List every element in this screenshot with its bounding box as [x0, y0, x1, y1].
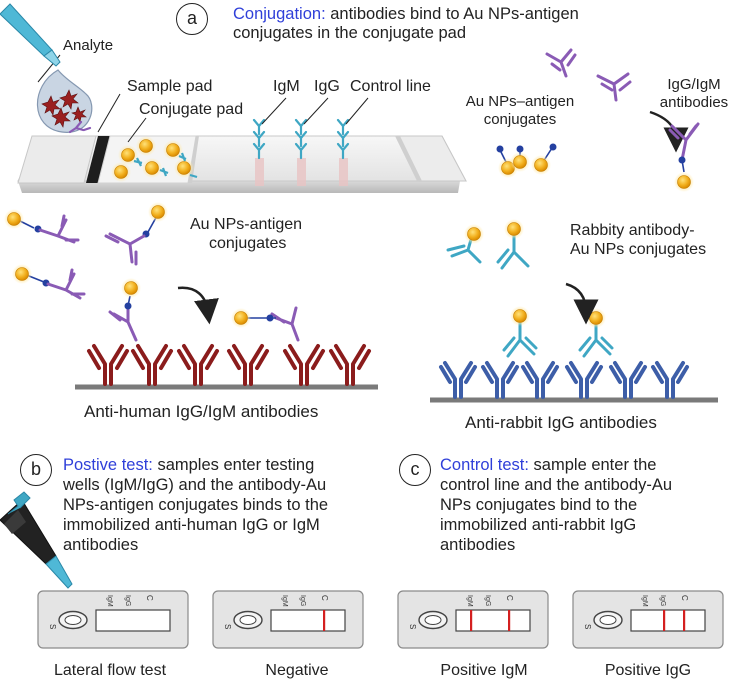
label-igg-igm-antibodies-2: antibodies	[659, 94, 729, 111]
cassette-s-label: S	[223, 624, 232, 629]
lateral-flow-strip	[17, 135, 467, 193]
conjugate-pad-nanoparticles	[110, 135, 198, 183]
section-b-line5: antibodies	[63, 536, 139, 554]
cassette-c-label: C	[505, 595, 514, 601]
label-rabbity-2: Au NPs conjugates	[570, 241, 707, 258]
cassette-caption-2: Negative	[265, 662, 329, 679]
label-au-nps-antigen-mid-2: conjugates	[209, 235, 287, 252]
anti-human-panel	[3, 201, 378, 390]
label-au-nps-antigen-top-1: Au NPs–antigen	[465, 93, 575, 110]
section-c-line2: control line and the antibody-Au	[440, 476, 673, 494]
label-analyte: Analyte	[63, 37, 114, 54]
section-a-text-line1: Conjugation: antibodies bind to Au NPs-a…	[233, 5, 579, 24]
section-c-line5: antibodies	[440, 536, 516, 554]
cassette-igm-label: IgM	[466, 595, 473, 607]
section-b-line1: Postive test: samples enter testing	[63, 456, 314, 475]
section-c-line3: NPs conjugates bind to the	[440, 496, 638, 514]
cassette-igg-label: IgG	[124, 595, 131, 606]
section-b-body1: samples enter testing	[152, 456, 315, 474]
section-b-line2: wells (IgM/IgG) and the antibody-Au	[63, 476, 327, 494]
cassette-s-label: S	[408, 624, 417, 629]
label-anti-rabbit: Anti-rabbit IgG antibodies	[465, 413, 657, 432]
cassette-c-label: C	[680, 595, 689, 601]
leader-lines	[37, 54, 369, 143]
cassette-igg-label: IgG	[659, 595, 666, 606]
label-au-nps-antigen-mid-1: Au NPs-antigen	[190, 216, 303, 233]
curved-arrow-left	[177, 286, 219, 325]
cassette-igm-label: IgM	[641, 595, 648, 607]
section-c-line4: immobilized anti-rabbit IgG	[440, 516, 637, 534]
cassette-c-label: C	[145, 595, 154, 601]
section-a-body1: antibodies bind to Au NPs-antigen	[325, 5, 579, 23]
section-c-body1: sample enter the	[528, 456, 657, 474]
section-c-heading: Control test:	[440, 456, 529, 474]
anti-rabbit-panel	[430, 218, 718, 403]
cassette-caption-3: Positive IgM	[440, 662, 528, 679]
cassette-control-line	[508, 610, 511, 631]
antibody-bound-conjugate-top	[668, 122, 700, 193]
cassette-igm-label: IgM	[106, 595, 113, 607]
cassette-caption-4: Positive IgG	[604, 662, 692, 679]
section-a-heading: Conjugation:	[233, 5, 326, 23]
section-b-line3: NPs-antigen conjugates binds to the	[63, 496, 329, 514]
label-control-line: Control line	[350, 78, 431, 95]
cassette-s-label: S	[583, 624, 592, 629]
label-conjugate-pad: Conjugate pad	[139, 101, 244, 118]
curved-arrow-right	[565, 282, 599, 325]
section-c-marker: c	[399, 454, 431, 486]
au-nps-antigen-conjugates-top	[496, 143, 557, 179]
section-b-heading: Postive test:	[63, 456, 153, 474]
cassette-control-line	[683, 610, 686, 631]
label-rabbity-1: Rabbity antibody-	[570, 222, 695, 239]
cassette-igg-line	[663, 610, 666, 631]
label-igg: IgG	[314, 78, 340, 95]
label-anti-human: Anti-human IgG/IgM antibodies	[84, 402, 319, 421]
cassette-3: S IgM IgG C	[397, 590, 549, 649]
cassette-igm-line	[470, 610, 473, 631]
cassette-1: S IgM IgG C	[37, 590, 189, 649]
pipette-bottom	[0, 491, 73, 589]
cassette-4: S IgM IgG C	[572, 590, 724, 649]
free-igg-igm-antibodies	[545, 48, 632, 102]
label-au-nps-antigen-top-2: conjugates	[483, 111, 557, 128]
section-a-text-line2: conjugates in the conjugate pad	[233, 24, 467, 42]
cassette-igg-label: IgG	[299, 595, 306, 606]
label-sample-pad: Sample pad	[127, 78, 213, 95]
cassette-control-line	[323, 610, 326, 631]
label-igg-igm-antibodies-1: IgG/IgM	[667, 76, 721, 93]
section-b-line4: immobilized anti-human IgG or IgM	[63, 516, 320, 534]
cassette-caption-1: Lateral flow test	[53, 662, 167, 679]
section-a-marker: a	[176, 3, 208, 35]
cassette-2: S IgM IgG C	[212, 590, 364, 649]
pipette-with-analyte-drop	[0, 3, 93, 134]
section-b-marker: b	[20, 454, 52, 486]
section-c-line1: Control test: sample enter the	[440, 456, 656, 475]
label-igm: IgM	[273, 78, 300, 95]
cassette-c-label: C	[320, 595, 329, 601]
test-line-antibodies	[252, 118, 350, 160]
cassette-s-label: S	[48, 624, 57, 629]
cassette-igm-label: IgM	[281, 595, 288, 607]
cassette-igg-label: IgG	[484, 595, 491, 606]
